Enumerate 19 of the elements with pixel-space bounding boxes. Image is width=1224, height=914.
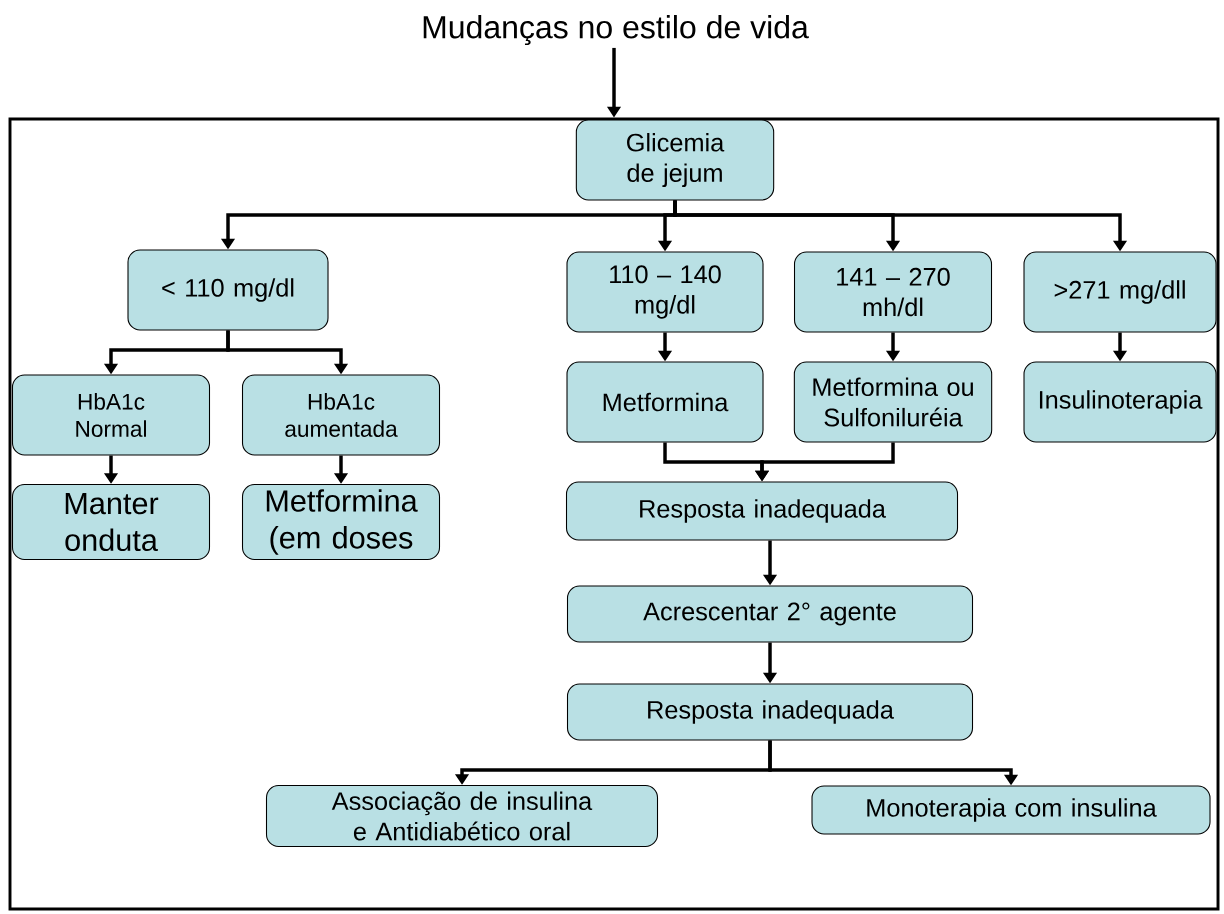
- process-box: HbA1c Normal: [11, 374, 211, 456]
- process-box: Monoterapia com insulina: [811, 785, 1211, 835]
- process-box: Metformina ou Sulfoniluréia: [793, 361, 993, 443]
- process-box: HbA1c aumentada: [241, 374, 441, 456]
- frame-box: [8, 117, 1220, 911]
- process-box: 141 – 270 mh/dl: [793, 251, 993, 333]
- process-box: Resposta inadequada: [566, 683, 974, 741]
- process-box: Associação de insulina e Antidiabético oral: [265, 784, 659, 848]
- process-box: Insulinoterapia: [1023, 361, 1217, 443]
- process-box: Acrescentar 2° agente: [566, 585, 974, 643]
- process-box: Metformina: [566, 361, 764, 443]
- heading-text: Mudanças no estilo de vida: [423, 15, 809, 45]
- process-box: 110 – 140 mg/dl: [566, 251, 764, 333]
- process-box: >271 mg/dll: [1023, 251, 1217, 333]
- process-box: Glicemia de jejum: [575, 119, 775, 201]
- process-box: Metformina (em doses: [241, 483, 441, 561]
- process-box: Resposta inadequada: [565, 481, 959, 541]
- process-box: < 110 mg/dl: [127, 249, 329, 331]
- process-box: Manter onduta: [11, 483, 211, 561]
